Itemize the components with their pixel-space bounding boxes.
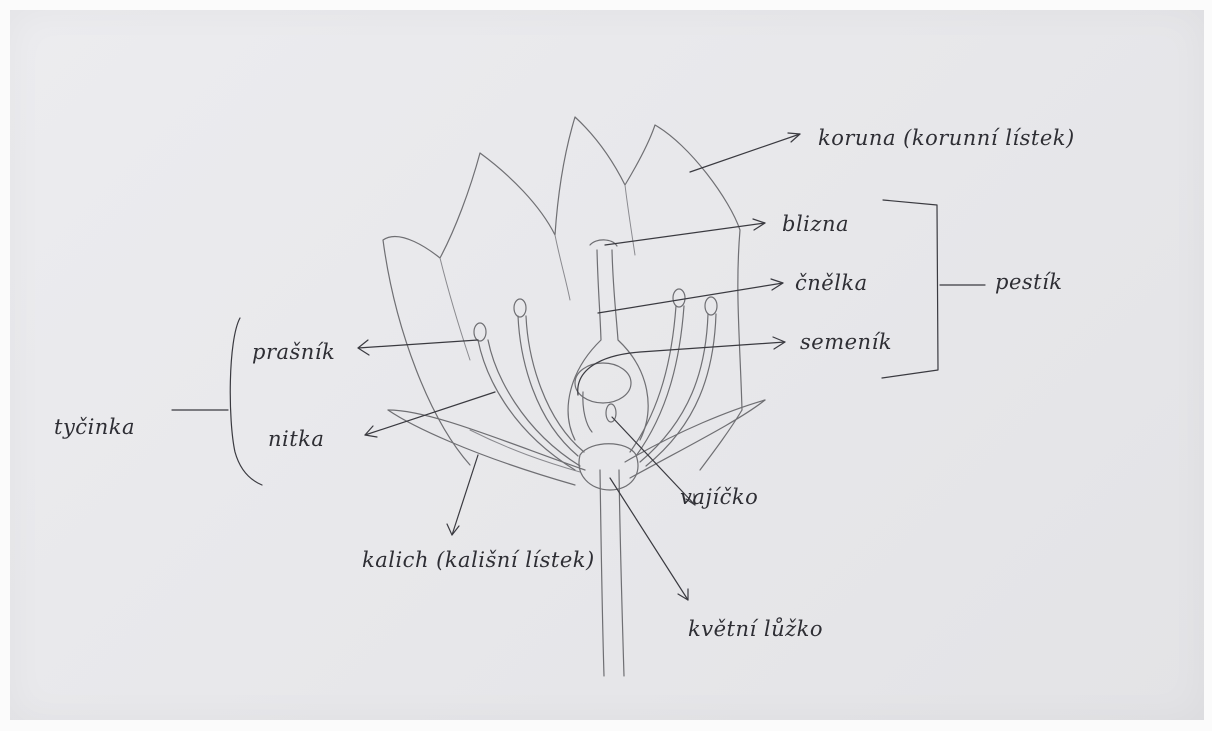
label-blizna: blizna — [782, 212, 849, 236]
label-nitka: nitka — [268, 427, 324, 451]
pistil — [568, 240, 648, 440]
label-semenik: semeník — [800, 330, 892, 354]
label-koruna: korunа (korunní lístek) — [818, 126, 1075, 150]
label-vajicko: vajíčko — [680, 485, 758, 509]
receptacle — [579, 444, 638, 490]
corolla — [383, 117, 742, 470]
stem — [600, 470, 624, 676]
calyx — [388, 400, 765, 485]
label-pestik: pestík — [995, 270, 1063, 294]
label-tycinka: tyčinka — [54, 415, 135, 439]
label-kvetni-luzko: květní lůžko — [688, 617, 823, 641]
label-kalich: kalich (kališní lístek) — [362, 548, 595, 572]
label-prasnik: prašník — [252, 340, 335, 364]
label-cnelka: čnělka — [795, 271, 868, 295]
annotations — [172, 133, 985, 600]
